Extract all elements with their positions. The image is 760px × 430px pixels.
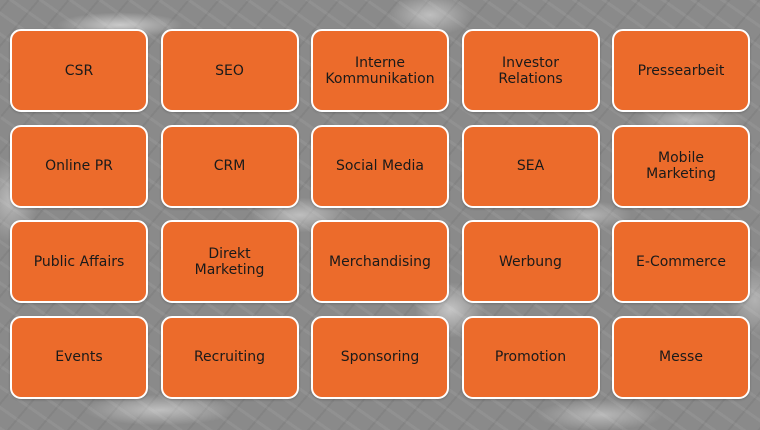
- tile-label: Sponsoring: [340, 349, 420, 365]
- tile-promotion: Promotion: [461, 315, 600, 399]
- tile-label: Interne Kommunikation: [325, 54, 435, 87]
- tile-grid: CSR SEO Interne Kommunikation Investor R…: [10, 29, 750, 399]
- tile-label: CSR: [64, 62, 94, 79]
- tile-pressearbeit: Pressearbeit: [612, 29, 750, 112]
- tile-label: Social Media: [335, 158, 424, 174]
- tile-label: Mobile Marketing: [646, 150, 716, 182]
- tile-label: Events: [55, 349, 103, 365]
- tile-merchandising: Merchandising: [311, 220, 449, 303]
- tile-csr: CSR: [10, 29, 148, 112]
- tile-label: Recruiting: [193, 349, 266, 365]
- tile-label: SEO: [215, 62, 244, 79]
- tile-sea: SEA: [461, 124, 600, 208]
- tile-messe: Messe: [612, 315, 750, 399]
- tile-werbung: Werbung: [461, 220, 600, 303]
- tile-label: Merchandising: [329, 253, 431, 270]
- tile-label: Pressearbeit: [637, 62, 725, 79]
- tile-label: Messe: [659, 349, 703, 365]
- tile-mobile-marketing: Mobile Marketing: [612, 124, 750, 208]
- tile-label: Promotion: [494, 349, 567, 365]
- tile-sponsoring: Sponsoring: [311, 315, 449, 399]
- tile-seo: SEO: [160, 29, 299, 112]
- tile-label: E-Commerce: [636, 253, 726, 270]
- tile-label: Online PR: [45, 158, 113, 174]
- tile-label: Investor Relations: [498, 54, 563, 87]
- tile-label: Public Affairs: [33, 253, 125, 270]
- tile-investor-relations: Investor Relations: [461, 29, 600, 112]
- tile-public-affairs: Public Affairs: [10, 220, 148, 303]
- tile-events: Events: [10, 315, 148, 399]
- tile-label: Direkt Marketing: [194, 245, 265, 278]
- tile-crm: CRM: [160, 124, 299, 208]
- tile-e-commerce: E-Commerce: [612, 220, 750, 303]
- tile-label: Werbung: [499, 253, 562, 270]
- tile-direkt-marketing: Direkt Marketing: [160, 220, 299, 303]
- tile-social-media: Social Media: [311, 124, 449, 208]
- tile-online-pr: Online PR: [10, 124, 148, 208]
- tile-label: CRM: [213, 158, 246, 174]
- tile-recruiting: Recruiting: [160, 315, 299, 399]
- tile-label: SEA: [516, 158, 545, 174]
- tile-interne-kommunikation: Interne Kommunikation: [311, 29, 449, 112]
